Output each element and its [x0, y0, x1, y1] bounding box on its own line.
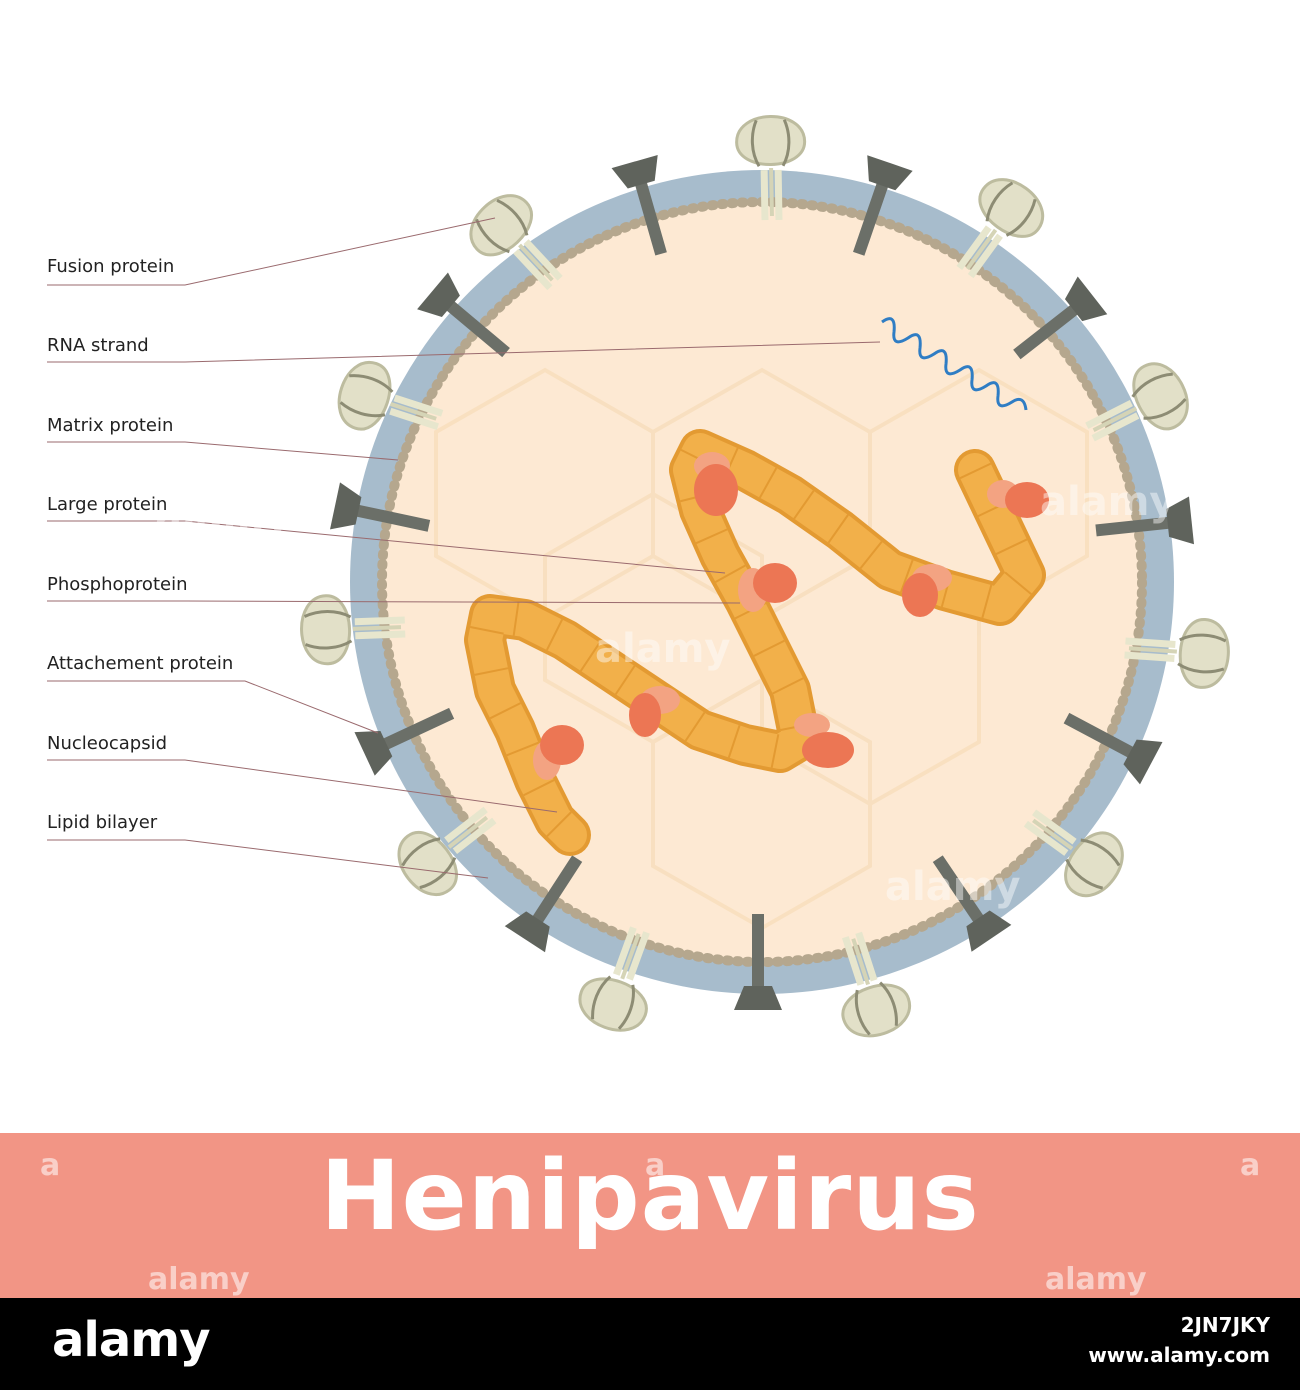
watermark-letter: a — [1240, 1148, 1261, 1183]
lipid-bilayer-label: Lipid bilayer — [47, 812, 158, 833]
diagram-watermarks: alamy alamy alamy alamy — [155, 479, 1175, 910]
phosphoprotein-label: Phosphoprotein — [47, 574, 188, 595]
fusion-protein-label: Fusion protein — [47, 256, 175, 277]
watermark-text: alamy — [148, 1262, 250, 1297]
image-id-code: 2JN7JKY — [1180, 1313, 1270, 1337]
page-title: Henipavirus — [320, 1140, 980, 1252]
stock-image-id: 2JN7JKY www.alamy.com — [1088, 1310, 1270, 1370]
title-band — [0, 1133, 1300, 1298]
watermark-letter: a — [645, 1148, 666, 1183]
henipavirus-diagram: alamy alamy alamy alamy — [47, 0, 1300, 1130]
rna-strand-label: RNA strand — [47, 335, 149, 356]
nucleocapsid — [464, 429, 1046, 856]
stock-footer — [0, 1298, 1300, 1390]
matrix-protein-label: Matrix protein — [47, 415, 174, 436]
svg-text:alamy: alamy — [1040, 479, 1175, 525]
leader-lines — [47, 217, 881, 879]
large-protein-label: Large protein — [47, 494, 168, 515]
stock-logo: alamy — [52, 1312, 211, 1368]
rna-strand — [881, 317, 1028, 411]
large-proteins — [540, 464, 1049, 768]
nucleocapsid-label: Nucleocapsid — [47, 733, 168, 754]
svg-text:alamy: alamy — [155, 494, 290, 540]
svg-text:alamy: alamy — [885, 864, 1020, 910]
watermark-text: alamy — [1045, 1262, 1147, 1297]
watermark-letter: a — [40, 1148, 61, 1183]
attachement-protein-label: Attachement protein — [47, 653, 234, 674]
stock-site-url: www.alamy.com — [1088, 1343, 1270, 1367]
svg-text:alamy: alamy — [595, 626, 730, 672]
